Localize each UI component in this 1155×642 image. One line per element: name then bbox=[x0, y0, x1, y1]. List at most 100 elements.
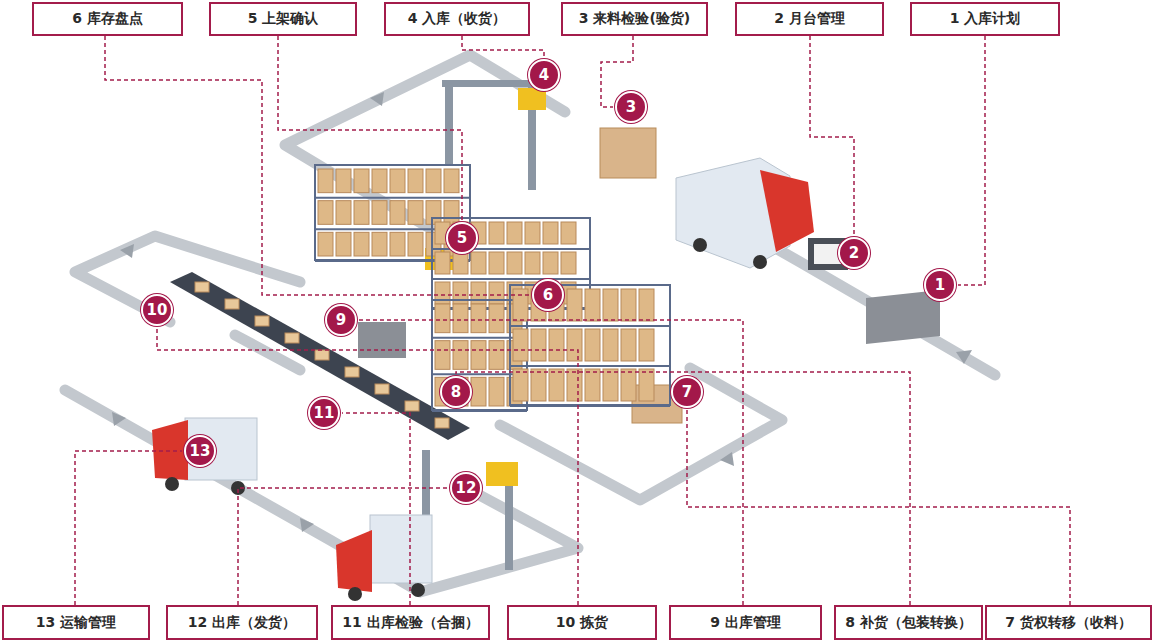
shelf-box bbox=[567, 289, 582, 321]
step-label: 9 出库管理 bbox=[710, 614, 781, 632]
path-arrow bbox=[720, 452, 734, 466]
wheel bbox=[693, 238, 707, 252]
shelf-box bbox=[531, 369, 546, 401]
shelf-box bbox=[354, 169, 369, 193]
shelf-box bbox=[489, 304, 504, 333]
shelf-box bbox=[543, 222, 558, 244]
shelf-box bbox=[621, 329, 636, 361]
shelf-box bbox=[603, 369, 618, 401]
shelf-board bbox=[510, 325, 670, 327]
shelf-box bbox=[513, 289, 528, 321]
callout-circle: 1 bbox=[924, 269, 956, 301]
step-box: 10 拣货 bbox=[507, 605, 657, 640]
shelf-box bbox=[639, 289, 654, 321]
callout-number: 9 bbox=[336, 311, 346, 329]
shelf-box bbox=[318, 169, 333, 193]
shelf-box bbox=[621, 369, 636, 401]
wheel bbox=[411, 583, 425, 597]
callout-number: 1 bbox=[935, 276, 945, 294]
wheel bbox=[165, 477, 179, 491]
truck-top-right bbox=[676, 158, 814, 269]
shelf-box bbox=[621, 289, 636, 321]
shelf-box bbox=[561, 222, 576, 244]
step-label: 11 出库检验（合捆） bbox=[342, 614, 478, 632]
forklift bbox=[518, 88, 546, 110]
shelf-board bbox=[432, 278, 590, 280]
shelf-box bbox=[489, 252, 504, 274]
callout-number: 10 bbox=[147, 301, 168, 319]
shelf-group bbox=[315, 165, 670, 411]
callout-number: 3 bbox=[626, 98, 636, 116]
workstations bbox=[358, 88, 940, 486]
shelf-box bbox=[390, 232, 405, 256]
step-label: 13 运输管理 bbox=[36, 614, 116, 632]
belt-box bbox=[375, 384, 389, 394]
belt-box bbox=[225, 299, 239, 309]
leader-line bbox=[238, 488, 448, 605]
callout-number: 11 bbox=[314, 404, 335, 422]
callout-number: 8 bbox=[451, 383, 461, 401]
belt-box bbox=[315, 350, 329, 360]
truck-cab bbox=[336, 530, 372, 592]
shelf-box bbox=[525, 252, 540, 274]
shelf-box bbox=[471, 377, 486, 406]
path-segment bbox=[500, 368, 782, 500]
callout-number: 12 bbox=[456, 479, 477, 497]
leader-line bbox=[342, 413, 410, 605]
callout-circle: 4 bbox=[528, 59, 560, 91]
pillar-part bbox=[445, 85, 453, 165]
step-box: 6 库存盘点 bbox=[32, 2, 183, 36]
belt-box-group bbox=[195, 282, 449, 428]
belt-box bbox=[345, 367, 359, 377]
shelf-box bbox=[507, 222, 522, 244]
truck-cab bbox=[152, 420, 188, 480]
callout-circle: 2 bbox=[838, 237, 870, 269]
shelf-box bbox=[603, 329, 618, 361]
shelf-box bbox=[408, 232, 423, 256]
shelf-box bbox=[549, 369, 564, 401]
shelf-board bbox=[432, 410, 527, 412]
conveyor-path bbox=[65, 55, 995, 592]
step-label: 2 月台管理 bbox=[774, 10, 845, 28]
leader-line bbox=[278, 36, 462, 220]
wheel bbox=[753, 255, 767, 269]
path-segment bbox=[285, 55, 565, 228]
pillar-part bbox=[505, 480, 513, 570]
shelf-box bbox=[585, 369, 600, 401]
shelf-box bbox=[531, 329, 546, 361]
path-arrow bbox=[120, 244, 134, 258]
desk bbox=[358, 322, 406, 358]
step-label: 10 拣货 bbox=[556, 614, 608, 632]
step-label: 12 出库（发货） bbox=[188, 614, 296, 632]
callout-number: 5 bbox=[457, 229, 467, 247]
callout-circle: 10 bbox=[141, 294, 173, 326]
step-label: 8 补货（包装转换） bbox=[845, 614, 972, 632]
truck-trailer bbox=[185, 418, 257, 480]
shelf-box bbox=[435, 341, 450, 370]
leader-line bbox=[456, 372, 910, 605]
shelf-box bbox=[453, 341, 468, 370]
shelf-box bbox=[471, 304, 486, 333]
step-label: 4 入库（收货） bbox=[408, 10, 507, 28]
callout-circle: 5 bbox=[446, 222, 478, 254]
callout-circle: 11 bbox=[308, 397, 340, 429]
step-label: 6 库存盘点 bbox=[72, 10, 143, 28]
shelf-box bbox=[372, 201, 387, 225]
step-box: 1 入库计划 bbox=[910, 2, 1060, 36]
leader-line bbox=[105, 36, 530, 295]
shelf-box bbox=[444, 169, 459, 193]
path-arrow bbox=[112, 412, 126, 426]
pillar-part bbox=[442, 80, 540, 87]
step-label: 3 来料检验(验货) bbox=[579, 10, 690, 28]
shelf-box bbox=[513, 369, 528, 401]
shelf-box bbox=[639, 329, 654, 361]
crate bbox=[600, 128, 656, 178]
step-box: 4 入库（收货） bbox=[384, 2, 530, 36]
shelf-box bbox=[471, 341, 486, 370]
shelf-board bbox=[510, 365, 670, 367]
shelf-box bbox=[639, 369, 654, 401]
path-arrow bbox=[300, 518, 314, 532]
shelf-box bbox=[408, 201, 423, 225]
